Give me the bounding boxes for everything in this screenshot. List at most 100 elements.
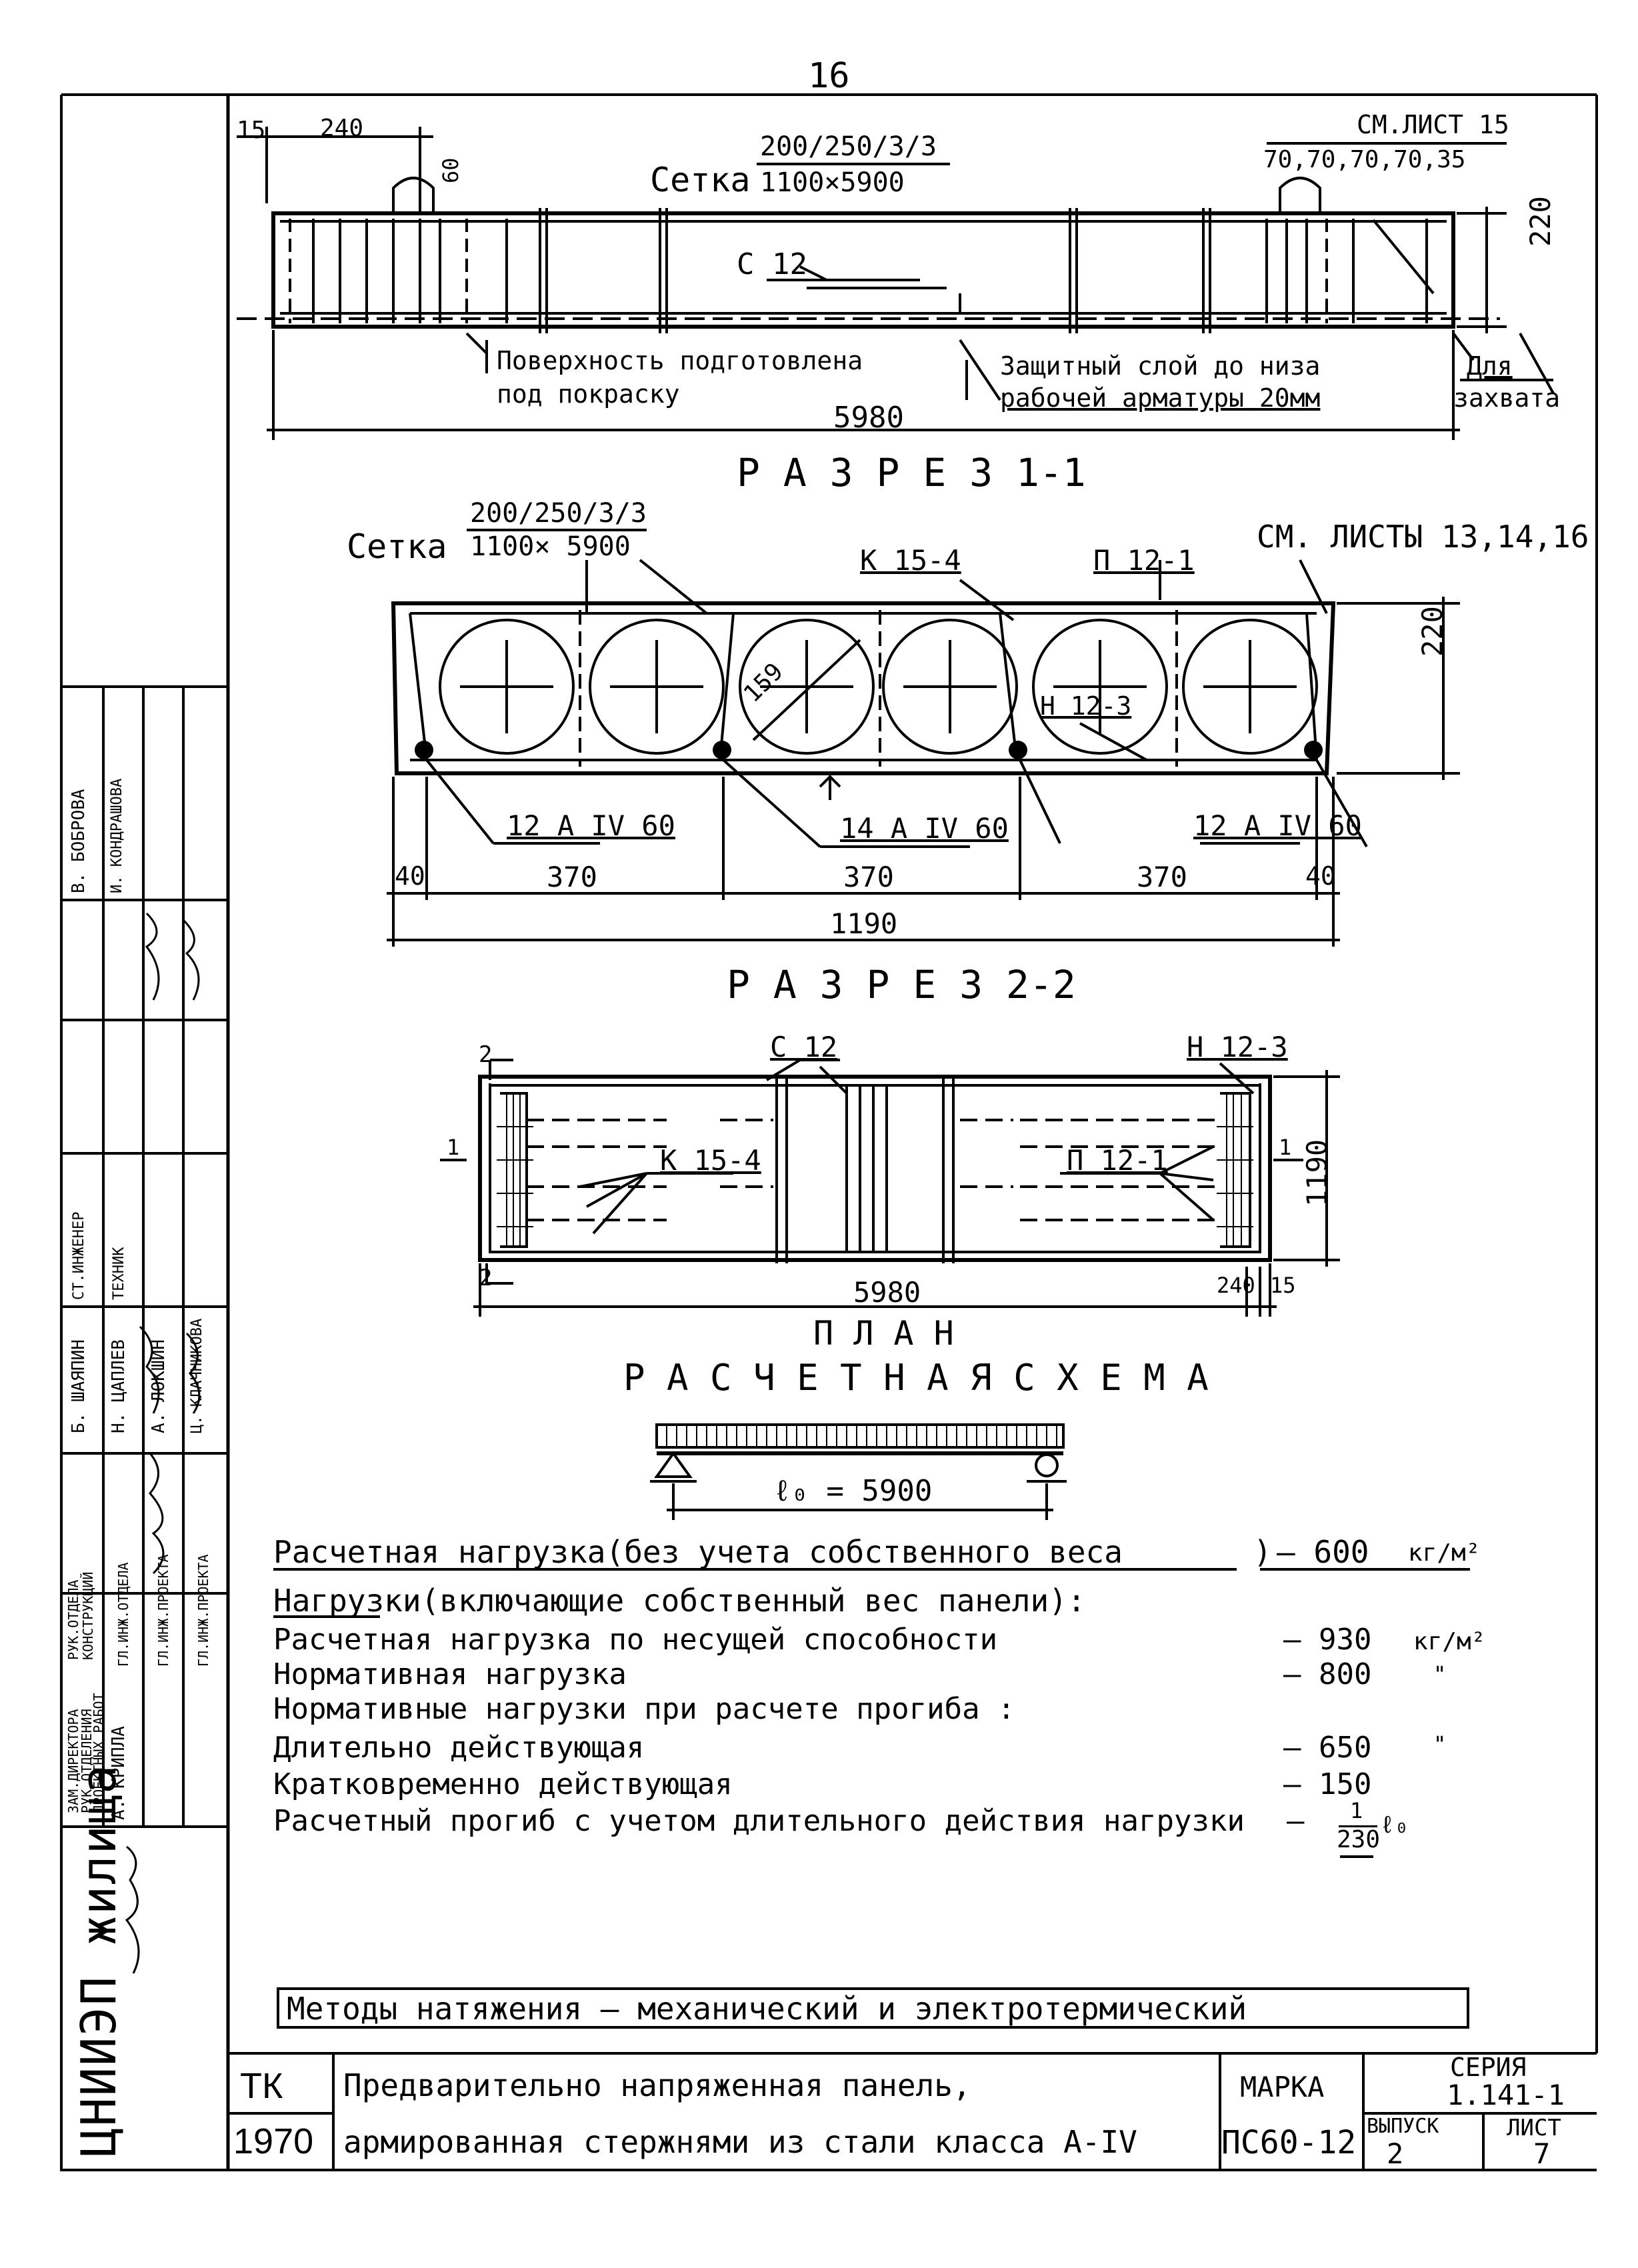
elev-note-surface-2: под покраску — [497, 379, 680, 409]
elev-note-surface-1: Поверхность подготовлена — [497, 346, 863, 375]
load-row2-unit: " — [1433, 1661, 1447, 1687]
stamp-sheet-value: 7 — [1533, 2137, 1551, 2170]
s11-setka-num: 200/250/3/3 — [470, 498, 647, 529]
stamp-role-5: КОНСТРУКЦИЙ — [80, 1571, 96, 1660]
s11-k15: К 15-4 — [860, 544, 961, 577]
s11-d370b: 370 — [843, 861, 894, 893]
load-row4-label: Длительно действующая — [273, 1731, 645, 1765]
s11-setka-frac-line — [467, 529, 647, 531]
elev-dim-240: 240 — [320, 115, 364, 142]
plan-cut2-top: 2 — [479, 1041, 493, 1068]
plan-cut1-right: 1 — [1279, 1135, 1292, 1160]
stamp-name-4: А. ЛОКШИН — [149, 1339, 169, 1433]
load-row2-value: — 800 — [1283, 1657, 1372, 1691]
s11-height: 220 — [1416, 606, 1449, 657]
s11-d40a: 40 — [395, 861, 425, 891]
stamp-name-6: В. БОБРОВА — [69, 789, 89, 893]
stamp-role-1: ЗАМ.ДИРЕКТОРА — [65, 1709, 81, 1813]
plan-width: 1190 — [1301, 1139, 1333, 1207]
load-row4-value: — 650 — [1283, 1731, 1372, 1765]
elev-setka-frac-line — [757, 163, 950, 165]
section11-title: Р А З Р Е З 1-1 — [737, 450, 1086, 495]
stamp-name-3: Н. ЦАПЛЕВ — [109, 1339, 129, 1433]
load-row3-label: Нормативные нагрузки при расчете прогиба… — [273, 1692, 1015, 1726]
stamp-issue-value: 2 — [1387, 2137, 1404, 2170]
elev-see-sheet: СМ.ЛИСТ 15 — [1357, 110, 1509, 139]
elev-length: 5980 — [833, 401, 904, 435]
s11-rebar-mid: 14 А IV 60 — [840, 812, 1009, 845]
stamp-name-5: Ц. КЛАЧНИКОВА — [189, 1318, 205, 1433]
load-row6-den: 230 — [1337, 1826, 1381, 1853]
load-row6-dash: — — [1287, 1804, 1305, 1838]
elev-setka-den: 1100×5900 — [760, 167, 905, 198]
load-row1-value: — 930 — [1283, 1623, 1372, 1657]
design-load-unit: кг/м² — [1408, 1539, 1481, 1567]
stamp-role-6: ГЛ.ИНЖ.ОТДЕЛА — [115, 1562, 131, 1667]
stamp-role-3: ПРОЕКТНЫХ РАБОТ — [91, 1693, 107, 1813]
s11-d40b: 40 — [1305, 861, 1336, 891]
elev-dim-15: 15 — [237, 117, 266, 144]
stamp-role-10: ТЕХНИК — [111, 1247, 127, 1300]
elev-note-grab-1: Для — [1467, 351, 1513, 381]
plan-title: П Л А Н — [813, 1314, 954, 1353]
s11-p12: П 12-1 — [1093, 544, 1195, 577]
load-row1-unit: кг/м² — [1413, 1628, 1486, 1655]
plan-cut1-left: 1 — [447, 1135, 460, 1160]
s11-d370c: 370 — [1137, 861, 1187, 893]
plan-c12: С 12 — [770, 1031, 838, 1063]
stamp-role-7: ГЛ.ИНЖ.ПРОЕКТА — [155, 1554, 171, 1667]
elev-setka-num: 200/250/3/3 — [760, 131, 937, 162]
plan-d240: 240 — [1217, 1273, 1255, 1298]
load-row6-num: 1 — [1350, 1798, 1363, 1823]
design-load-label: Расчетная нагрузка(без учета собственног… — [273, 1534, 1123, 1570]
s11-see-sheets: СМ. ЛИСТЫ 13,14,16 — [1257, 519, 1589, 555]
elev-note-grab-2: захвата — [1453, 383, 1561, 413]
page-number: 16 — [808, 56, 850, 96]
scheme-span: ℓ₀ = 5900 — [773, 1474, 933, 1508]
stamp-sheet-label: ЛИСТ — [1507, 2115, 1561, 2141]
section22-title: Р А З Р Е З 2-2 — [727, 962, 1076, 1007]
stamp-year: 1970 — [233, 2121, 314, 2161]
s11-rebar-left: 12 А IV 60 — [507, 809, 675, 842]
plan-p12: П 12-1 — [1067, 1144, 1168, 1177]
load-row6-label: Расчетный прогиб с учетом длительного де… — [273, 1804, 1245, 1838]
stamp-role-9: СТ.ИНЖЕНЕР — [71, 1211, 87, 1300]
s11-setka-word: Сетка — [347, 527, 447, 566]
s11-n12: Н 12-3 — [1040, 691, 1132, 721]
elev-dim-60: 60 — [438, 157, 463, 183]
stamp-series-label: СЕРИЯ — [1450, 2053, 1527, 2082]
loads-heading: Нагрузки(включающие собственный вес пане… — [273, 1583, 1086, 1619]
stamp-marka-label: МАРКА — [1240, 2071, 1325, 2103]
s11-setka-den: 1100× 5900 — [470, 531, 631, 562]
load-row5-label: Кратковременно действующая — [273, 1767, 733, 1801]
plan-d15: 15 — [1270, 1273, 1296, 1298]
stamp-issue-label: ВЫПУСК — [1367, 2115, 1439, 2138]
stamp-role-4: РУК.ОТДЕЛА — [65, 1579, 81, 1660]
elev-setka-word: Сетка — [650, 161, 751, 199]
tension-methods: Методы натяжения — механический и электр… — [287, 1991, 1247, 2027]
load-row2-label: Нормативная нагрузка — [273, 1657, 627, 1691]
elev-note-cover-1: Защитный слой до низа — [1000, 351, 1321, 381]
s11-rebar-right: 12 А IV 60 — [1193, 809, 1362, 842]
plan-cut2-bottom: 2 — [479, 1265, 493, 1291]
stamp-title-1: Предварительно напряженная панель, — [343, 2067, 971, 2103]
scheme-title: Р А С Ч Е Т Н А Я С Х Е М А — [623, 1357, 1209, 1399]
stamp-marka-value: ПС60-12 — [1221, 2124, 1357, 2161]
stamp-name-2: Б. ШАЯПИН — [69, 1339, 89, 1433]
load-row1-label: Расчетная нагрузка по несущей способност… — [273, 1623, 998, 1657]
load-row5-value: — 150 — [1283, 1767, 1372, 1801]
stamp-role-8: ГЛ.ИНЖ.ПРОЕКТА — [195, 1554, 211, 1667]
stamp-org: ЦНИИЭП жилища — [71, 1763, 127, 2157]
stamp-name-7: И. КОНДРАШОВА — [109, 778, 125, 893]
elev-height: 220 — [1524, 196, 1557, 247]
design-load-close: ) — [1253, 1534, 1272, 1570]
stamp-tk: ТК — [240, 2066, 283, 2106]
stamp-title-2: армированная стержнями из стали класса А… — [343, 2124, 1137, 2160]
plan-length: 5980 — [853, 1276, 921, 1309]
load-row4-unit: " — [1433, 1731, 1447, 1757]
load-row6-frac-line — [1339, 1825, 1377, 1827]
design-load-value: — 600 — [1277, 1534, 1369, 1570]
stamp-series-value: 1.141-1 — [1447, 2079, 1565, 2111]
plan-k15: К 15-4 — [660, 1144, 761, 1177]
